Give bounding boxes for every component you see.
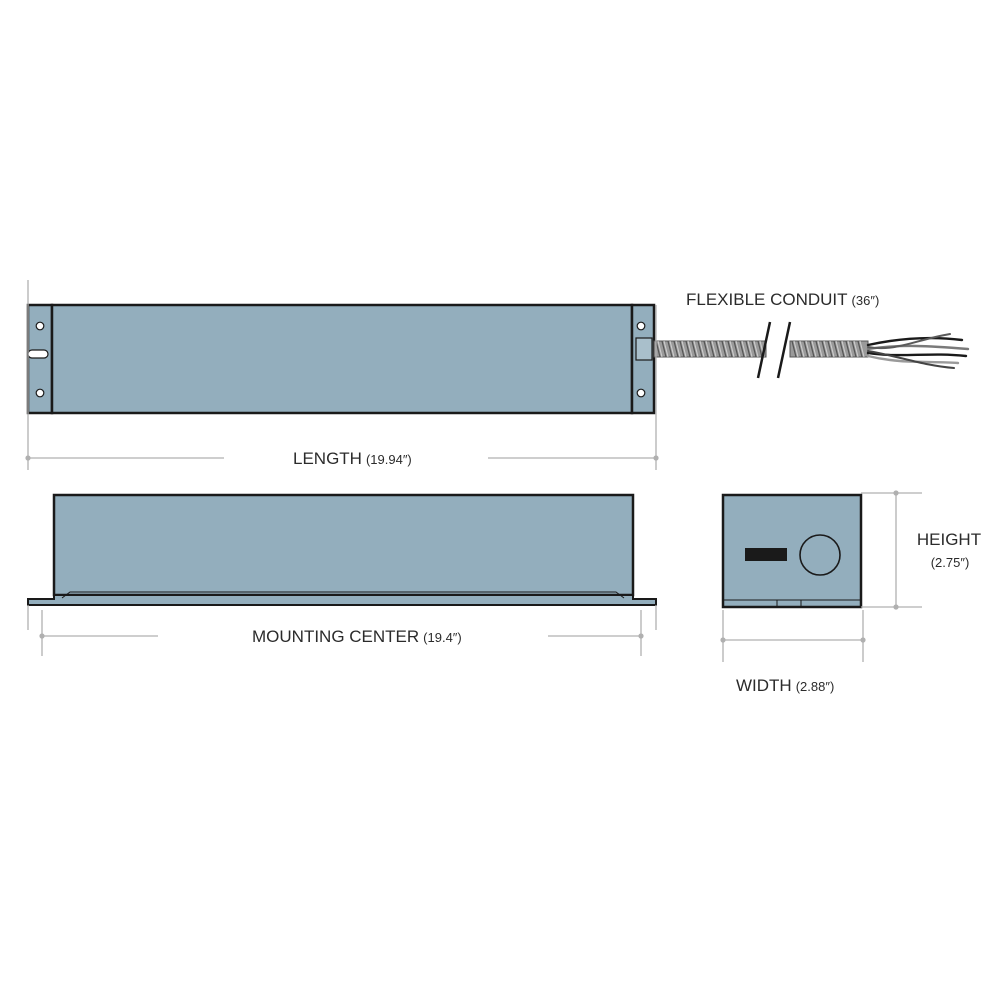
mounting-slot bbox=[27, 349, 49, 359]
conduit-label: FLEXIBLE CONDUIT(36″) bbox=[686, 290, 879, 309]
conduit-ridge-highlight bbox=[681, 340, 687, 358]
conduit-ridge bbox=[721, 340, 727, 358]
conduit-ridge bbox=[703, 340, 709, 358]
conduit-ridge bbox=[715, 340, 721, 358]
left-mounting-tab bbox=[26, 303, 54, 415]
conduit-ridge-highlight bbox=[711, 340, 717, 358]
conduit-ridge bbox=[661, 340, 667, 358]
conduit-ridge bbox=[685, 340, 691, 358]
conduit-ridge bbox=[679, 340, 685, 358]
conduit-ridge-highlight bbox=[663, 340, 669, 358]
conduit-ridge-highlight bbox=[675, 340, 681, 358]
conduit-ridge-highlight bbox=[693, 340, 699, 358]
knockout-hole bbox=[799, 534, 841, 576]
conduit-ridge-highlight bbox=[859, 340, 865, 358]
conduit-ridge bbox=[655, 340, 661, 358]
mounting-center-label: MOUNTING CENTER(19.4″) bbox=[252, 627, 462, 646]
conduit-ridge-highlight bbox=[841, 340, 847, 358]
conduit-ridge-highlight bbox=[747, 340, 753, 358]
conduit-ridge-highlight bbox=[723, 340, 729, 358]
conduit-ridge-highlight bbox=[735, 340, 741, 358]
conduit-ridge-highlight bbox=[817, 340, 823, 358]
conduit-ridge bbox=[815, 340, 821, 358]
conduit-ridge bbox=[757, 340, 763, 358]
conduit-ridge-highlight bbox=[717, 340, 723, 358]
conduit-ridge bbox=[851, 340, 857, 358]
conduit-ridge bbox=[727, 340, 733, 358]
conduit-ridge-highlight bbox=[729, 340, 735, 358]
conduit-ridge bbox=[845, 340, 851, 358]
mounting-hole bbox=[636, 321, 646, 331]
conduit-ridge bbox=[673, 340, 679, 358]
mounting-flange bbox=[27, 594, 657, 606]
conduit-ridge-highlight bbox=[699, 340, 705, 358]
conduit-ridge-highlight bbox=[853, 340, 859, 358]
wire-bundle bbox=[866, 333, 970, 369]
length-dimension: LENGTH(19.94″) bbox=[25, 449, 659, 468]
height-value: (2.75″) bbox=[931, 555, 970, 570]
conduit-ridge-highlight bbox=[793, 340, 799, 358]
conduit-ridge bbox=[745, 340, 751, 358]
conduit-ridge bbox=[667, 340, 673, 358]
mounting-hole bbox=[35, 388, 45, 398]
conduit-ridge bbox=[797, 340, 803, 358]
flexible-conduit bbox=[653, 321, 970, 379]
side-view bbox=[27, 493, 657, 606]
mounting-hole bbox=[636, 388, 646, 398]
conduit-ridge-highlight bbox=[805, 340, 811, 358]
conduit-connector bbox=[635, 337, 653, 361]
conduit-ridge bbox=[791, 340, 797, 358]
conduit-ridge bbox=[739, 340, 745, 358]
top-view bbox=[26, 303, 970, 415]
ballast-body-top bbox=[50, 303, 634, 415]
end-view bbox=[721, 493, 863, 609]
conduit-ridge bbox=[691, 340, 697, 358]
width-dimension: WIDTH(2.88″) bbox=[720, 610, 866, 695]
length-label: LENGTH(19.94″) bbox=[293, 449, 412, 468]
conduit-ridge bbox=[821, 340, 827, 358]
conduit-ridge bbox=[827, 340, 833, 358]
mounting-hole bbox=[35, 321, 45, 331]
conduit-ridge bbox=[751, 340, 757, 358]
conduit-ridge-highlight bbox=[657, 340, 663, 358]
conduit-ridge-highlight bbox=[687, 340, 693, 358]
conduit-ridge-highlight bbox=[799, 340, 805, 358]
conduit-ridge-highlight bbox=[741, 340, 747, 358]
mounting-center-dimension: MOUNTING CENTER(19.4″) bbox=[39, 627, 644, 646]
end-slot bbox=[745, 548, 787, 561]
conduit-ridge-highlight bbox=[705, 340, 711, 358]
conduit-ridge-highlight bbox=[753, 340, 759, 358]
conduit-ridge-highlight bbox=[823, 340, 829, 358]
conduit-ridge-highlight bbox=[847, 340, 853, 358]
conduit-break-mark bbox=[756, 321, 772, 379]
conduit-break-mark bbox=[776, 321, 792, 379]
conduit-ridge bbox=[809, 340, 815, 358]
ballast-body-side bbox=[52, 493, 635, 597]
height-dimension: HEIGHT (2.75″) bbox=[861, 490, 981, 610]
height-label: HEIGHT bbox=[917, 530, 981, 549]
conduit-ridge bbox=[697, 340, 703, 358]
conduit-ridge bbox=[839, 340, 845, 358]
conduit-ridge bbox=[833, 340, 839, 358]
conduit-ridge-highlight bbox=[811, 340, 817, 358]
conduit-ridge bbox=[709, 340, 715, 358]
width-label: WIDTH(2.88″) bbox=[736, 676, 834, 695]
conduit-ridge bbox=[733, 340, 739, 358]
conduit-ridge-highlight bbox=[835, 340, 841, 358]
conduit-ridge-highlight bbox=[669, 340, 675, 358]
conduit-ridge bbox=[803, 340, 809, 358]
right-mounting-tab bbox=[630, 303, 656, 415]
conduit-ridge-highlight bbox=[829, 340, 835, 358]
conduit-ridge bbox=[857, 340, 863, 358]
